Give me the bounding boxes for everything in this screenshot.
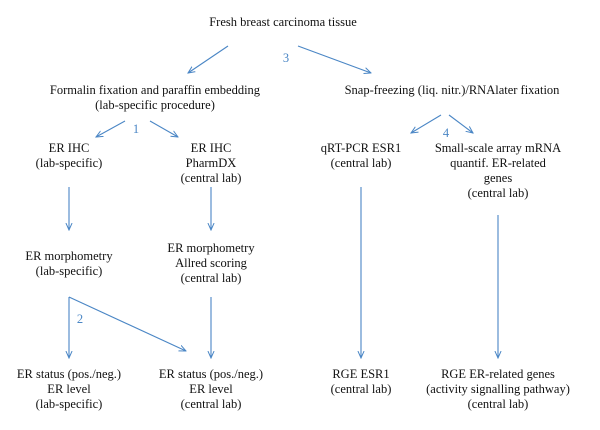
arrow-root-to-ffpe: [188, 45, 229, 73]
array-node-line: (central lab): [467, 186, 529, 200]
ffpe-node-line: Formalin fixation and paraffin embedding: [49, 83, 261, 97]
rge-genes-line: (activity signalling pathway): [426, 382, 570, 396]
rge-esr1-line: RGE ESR1: [332, 367, 390, 381]
morph-central-line: (central lab): [180, 271, 242, 285]
status-central-line: ER level: [189, 382, 233, 396]
arrow-root-to-snap: [297, 45, 371, 73]
step-number-3: 3: [282, 51, 290, 65]
morph-lab-node: ER morphometry (lab-specific): [25, 249, 112, 279]
er-ihc-lab-line: ER IHC: [48, 141, 90, 155]
snap-node-line: Snap-freezing (liq. nitr.)/RNAlater fixa…: [344, 83, 560, 97]
step-number-2: 2: [76, 312, 84, 326]
er-ihc-lab-node: ER IHC (lab-specific): [36, 141, 103, 171]
arrow-ffpe-to-er-ihc-pharmdx: [149, 120, 178, 137]
status-central-node: ER status (pos./neg.) ER level (central …: [159, 367, 263, 412]
er-ihc-pharmdx-node: ER IHC PharmDX (central lab): [181, 141, 242, 186]
array-node-line: genes: [483, 171, 513, 185]
status-lab-line: ER status (pos./neg.): [16, 367, 122, 381]
status-central-line: ER status (pos./neg.): [158, 367, 264, 381]
er-ihc-pharmdx-line: PharmDX: [185, 156, 237, 170]
qrtpcr-node-line: (central lab): [330, 156, 392, 170]
rge-genes-line: RGE ER-related genes: [441, 367, 555, 381]
array-node: Small-scale array mRNA quantif. ER-relat…: [435, 141, 561, 201]
arrow-snap-to-array: [448, 114, 473, 133]
er-ihc-pharmdx-line: (central lab): [180, 171, 242, 185]
qrtpcr-node: qRT-PCR ESR1 (central lab): [321, 141, 401, 171]
qrtpcr-node-line: qRT-PCR ESR1: [320, 141, 402, 155]
arrow-snap-to-qrtpcr: [411, 114, 442, 133]
morph-central-line: Allred scoring: [175, 256, 247, 270]
morph-central-line: ER morphometry: [167, 241, 255, 255]
arrow-morph-lab-to-status-central: [68, 296, 186, 351]
step-number-4: 4: [442, 126, 450, 140]
rge-esr1-line: (central lab): [330, 382, 392, 396]
status-lab-line: ER level: [47, 382, 91, 396]
er-ihc-lab-line: (lab-specific): [35, 156, 103, 170]
array-node-line: Small-scale array mRNA: [434, 141, 562, 155]
array-node-line: quantif. ER-related: [450, 156, 546, 170]
arrow-ffpe-to-er-ihc-lab: [96, 120, 126, 137]
er-ihc-pharmdx-line: ER IHC: [190, 141, 232, 155]
rge-genes-node: RGE ER-related genes (activity signallin…: [426, 367, 570, 412]
root-node-line: Fresh breast carcinoma tissue: [209, 15, 357, 29]
status-lab-line: (lab-specific): [35, 397, 103, 411]
root-node: Fresh breast carcinoma tissue: [209, 15, 357, 30]
status-central-line: (central lab): [180, 397, 242, 411]
morph-lab-line: (lab-specific): [35, 264, 103, 278]
snap-node: Snap-freezing (liq. nitr.)/RNAlater fixa…: [345, 83, 560, 98]
rge-esr1-node: RGE ESR1 (central lab): [331, 367, 392, 397]
ffpe-node-line: (lab-specific procedure): [95, 98, 215, 112]
status-lab-node: ER status (pos./neg.) ER level (lab-spec…: [17, 367, 121, 412]
morph-lab-line: ER morphometry: [25, 249, 113, 263]
rge-genes-line: (central lab): [467, 397, 529, 411]
step-number-1: 1: [132, 122, 140, 136]
morph-central-node: ER morphometry Allred scoring (central l…: [167, 241, 254, 286]
ffpe-node: Formalin fixation and paraffin embedding…: [50, 83, 260, 113]
